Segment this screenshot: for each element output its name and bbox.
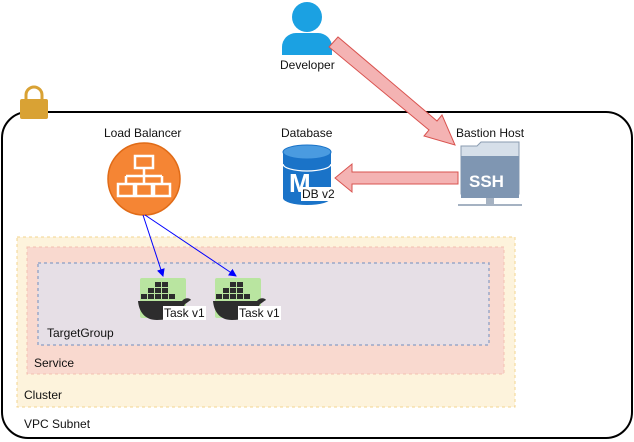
- database-badge: DB v2: [301, 187, 336, 201]
- database-label: Database: [281, 126, 333, 140]
- arrow-developer-to-bastion: [328, 36, 456, 146]
- bastion-host-label: Bastion Host: [456, 126, 525, 140]
- arrow-bastion-to-database: [334, 162, 459, 194]
- arrow-lb-to-task-2: [144, 214, 237, 277]
- user-icon: [282, 2, 332, 55]
- task-1-label: Task v1: [163, 306, 206, 320]
- vpc-subnet-label: VPC Subnet: [24, 417, 91, 431]
- target-group-box: [37, 262, 490, 346]
- arrow-lb-to-task-1: [142, 214, 165, 277]
- target-group-label: TargetGroup: [47, 326, 114, 340]
- cluster-label: Cluster: [24, 388, 63, 402]
- ssh-terminal-icon: SSH: [458, 141, 522, 206]
- load-balancer-icon: [107, 142, 181, 216]
- load-balancer-label: Load Balancer: [104, 126, 182, 140]
- svg-text:SSH: SSH: [469, 172, 504, 191]
- service-label: Service: [34, 356, 75, 370]
- task-2-label: Task v1: [238, 306, 281, 320]
- lock-icon: [20, 85, 48, 119]
- developer-label: Developer: [280, 58, 335, 72]
